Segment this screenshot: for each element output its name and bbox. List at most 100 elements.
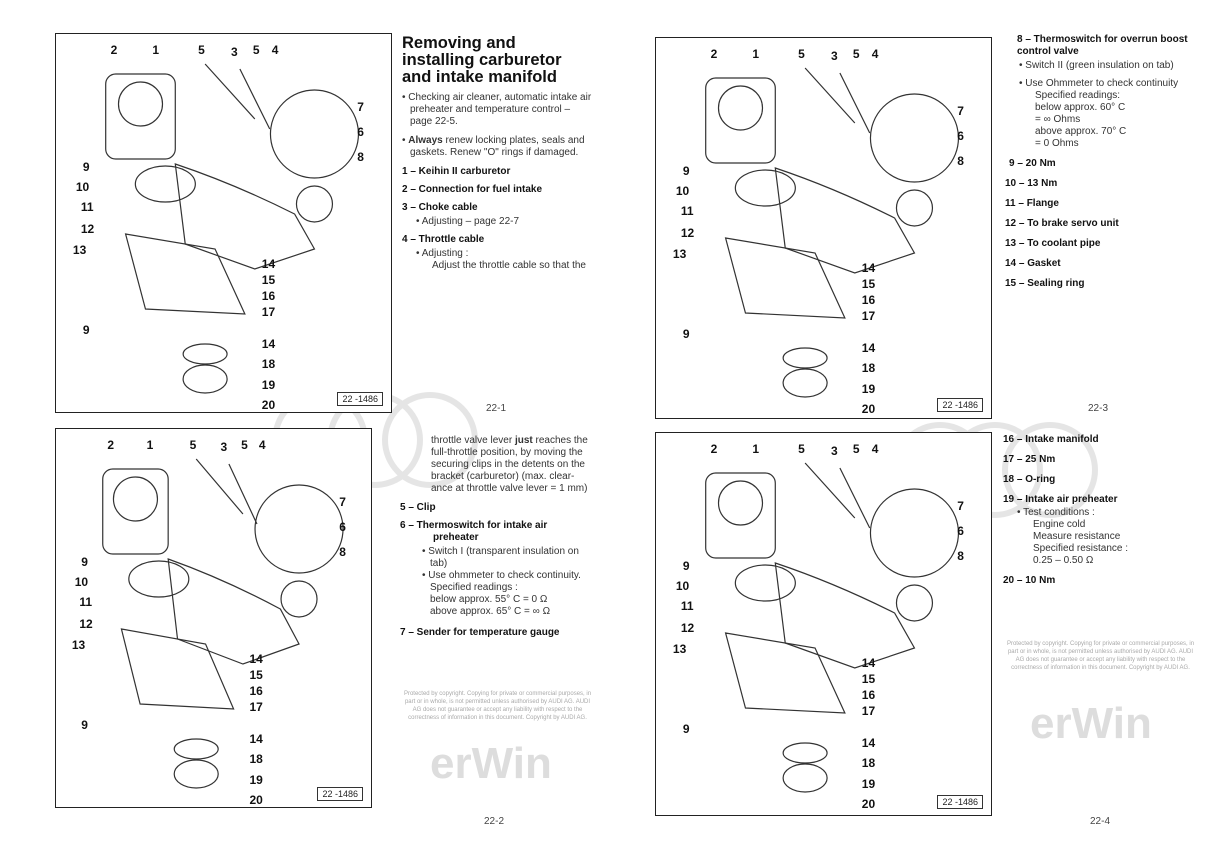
engine-block [167,558,300,665]
detail-circle [254,484,344,574]
callout-11: 11 [680,204,694,218]
callout-13: 13 [672,642,687,656]
copyright-watermark: Protected by copyright. Copying for priv… [403,691,592,721]
callout-2: 2 [107,438,115,452]
carburetor-top [717,85,764,131]
bullet-text: renew locking plates, seals and gaskets.… [410,135,585,158]
item-4-sub: Adjusting : [402,248,592,260]
intake-manifold [724,632,846,714]
callout-14: 14 [249,732,263,746]
o-ring [782,742,828,764]
item-16: 16 – Intake manifold [1003,434,1099,445]
callout-7: 7 [339,495,346,509]
carburetor-shape [102,468,169,555]
page-title: Removing and installing carburetor and i… [402,34,562,86]
item-6-sub: Switch I (transparent insulation on tab) [400,546,595,570]
flange [128,560,190,598]
item-4-text: Adjust the throttle cable so that the [432,260,586,271]
cable-lines [804,462,871,529]
callout-5: 5 [798,442,805,456]
callout-8: 8 [357,150,364,164]
item-8: 8 – Thermoswitch for overrun boost contr… [1017,34,1188,57]
callout-12: 12 [680,226,695,240]
callout-14: 14 [249,652,263,666]
callout-10: 10 [675,579,690,593]
detail-circle [869,488,960,578]
callout-2: 2 [710,442,718,456]
callout-7: 7 [957,104,964,118]
callout-17: 17 [249,700,263,714]
reading: Specified readings: [1035,90,1121,101]
callout-11: 11 [80,200,94,214]
air-preheater [782,368,828,398]
item-18: 18 – O-ring [1003,474,1056,485]
diagram-drawing [705,462,960,793]
callout-10: 10 [675,184,690,198]
callout-8: 8 [339,545,346,559]
bold-text: Always [408,135,443,146]
item-6-sub: Use ohmmeter to check continuity. [400,570,595,582]
reading: above approx. 70° C [1035,126,1127,137]
item-20: 20 – 10 Nm [1003,575,1056,586]
engine-block [774,167,916,274]
callout-13: 13 [71,638,86,652]
pulley [295,185,334,223]
item-7: 7 – Sender for temperature gauge [400,627,560,638]
callout-14: 14 [861,261,876,275]
callout-19: 19 [249,773,263,787]
callout-17: 17 [261,305,276,319]
callout-16: 16 [261,289,276,303]
reading: above approx. 65° C = ∞ Ω [430,606,551,617]
air-preheater [782,763,828,793]
callout-7: 7 [957,499,964,513]
callout-5: 5 [798,47,805,61]
callout-12: 12 [80,222,95,236]
item-15: 15 – Sealing ring [1005,278,1085,289]
callout-1: 1 [752,442,760,456]
figure-id: 22 -1486 [337,392,383,406]
figure-id: 22 -1486 [317,787,363,801]
copyright-watermark: Protected by copyright. Copying for priv… [1006,641,1195,671]
callout-15: 15 [249,668,263,682]
cable-lines [804,67,871,134]
callout-5: 5 [852,47,860,61]
callout-17: 17 [861,309,876,323]
air-preheater [173,759,219,789]
callout-3: 3 [220,440,228,454]
carburetor-top [112,476,159,522]
cable-lines [204,63,271,130]
item-17: 17 – 25 Nm [1003,454,1056,465]
reading: Specified readings : [430,582,518,593]
callout-20: 20 [249,793,263,807]
callout-9: 9 [81,718,88,732]
page-number: 22-4 [1090,816,1111,827]
callout-9: 9 [682,559,690,573]
callout-20: 20 [261,398,276,412]
carburetor-shape [705,472,776,559]
callout-1: 1 [146,438,154,452]
callout-19: 19 [861,382,876,396]
callout-10: 10 [75,180,90,194]
carburetor-top [117,81,164,127]
callout-17: 17 [861,704,876,718]
callout-15: 15 [861,277,876,291]
callout-12: 12 [680,621,695,635]
page2-text: throttle valve lever just reaches the fu… [400,435,595,641]
callout-1: 1 [152,43,160,57]
o-ring [782,347,828,369]
flange [734,564,796,602]
callout-2: 2 [710,47,718,61]
item-9: 9 – 20 Nm [1009,158,1056,169]
callout-20: 20 [861,797,876,811]
cable-lines [195,458,258,525]
callout-5: 5 [241,438,248,452]
callout-14: 14 [261,257,276,271]
callout-13: 13 [72,243,87,257]
item-10: 10 – 13 Nm [1005,178,1058,189]
callout-16: 16 [249,684,263,698]
reading: Measure resistance [1033,531,1121,542]
diagram-drawing [105,63,360,394]
flange [734,169,796,207]
